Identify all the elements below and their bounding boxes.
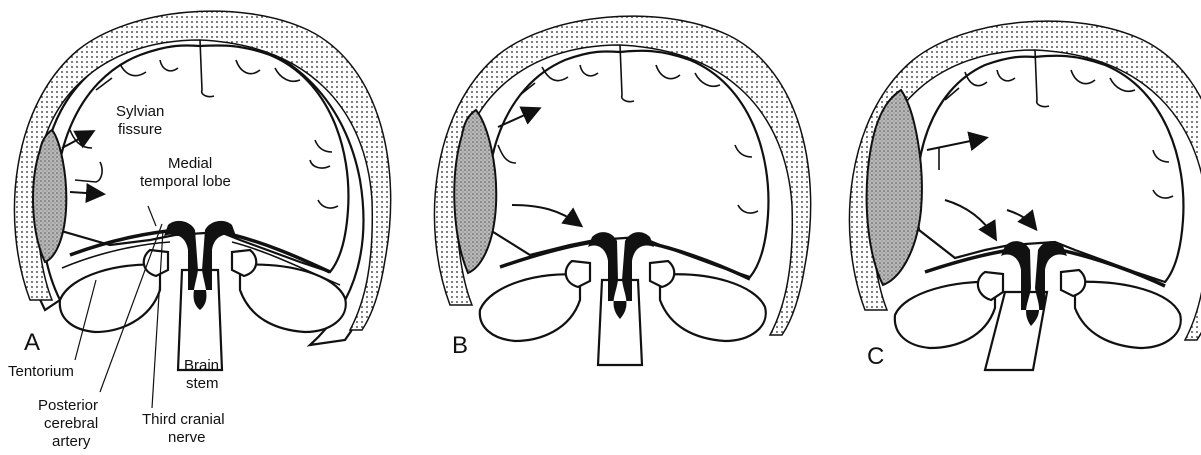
panel-b: B bbox=[434, 16, 810, 365]
brain-stem bbox=[178, 270, 222, 370]
label-medial-2: temporal lobe bbox=[140, 173, 231, 190]
label-pca-1: Posterior bbox=[38, 397, 98, 414]
posterior-fossa-right bbox=[240, 265, 346, 332]
label-medial-1: Medial bbox=[168, 155, 212, 172]
posterior-fossa bbox=[480, 274, 580, 341]
pons-bulge-right bbox=[1061, 270, 1085, 296]
posterior-fossa bbox=[60, 265, 160, 332]
label-pca-2: cerebral bbox=[44, 415, 98, 432]
label-third-nerve-2: nerve bbox=[168, 429, 206, 446]
midbrain-black bbox=[588, 232, 654, 319]
posterior-fossa-right bbox=[1075, 282, 1181, 348]
label-sylvian-1: Sylvian bbox=[116, 103, 164, 120]
brain-stem bbox=[598, 280, 642, 365]
panel-letter-b: B bbox=[452, 332, 468, 359]
panel-letter-c: C bbox=[867, 343, 884, 370]
panel-c: C bbox=[849, 21, 1201, 370]
label-brain-stem-1: Brain bbox=[184, 357, 219, 374]
pons-bulge-right bbox=[232, 250, 256, 276]
label-pca-3: artery bbox=[52, 433, 91, 450]
label-third-nerve-1: Third cranial bbox=[142, 411, 225, 428]
label-sylvian-2: fissure bbox=[118, 121, 162, 138]
label-tentorium: Tentorium bbox=[8, 363, 74, 380]
label-brain-stem-2: stem bbox=[186, 375, 219, 392]
pons-bulge-right bbox=[650, 261, 674, 287]
panel-a: Sylvian fissure Medial temporal lobe Ten… bbox=[8, 11, 391, 450]
panel-letter-a: A bbox=[24, 329, 40, 356]
posterior-fossa-right bbox=[660, 274, 766, 341]
pons-bulge-left bbox=[566, 261, 590, 287]
pons-bulge-left bbox=[978, 272, 1003, 300]
